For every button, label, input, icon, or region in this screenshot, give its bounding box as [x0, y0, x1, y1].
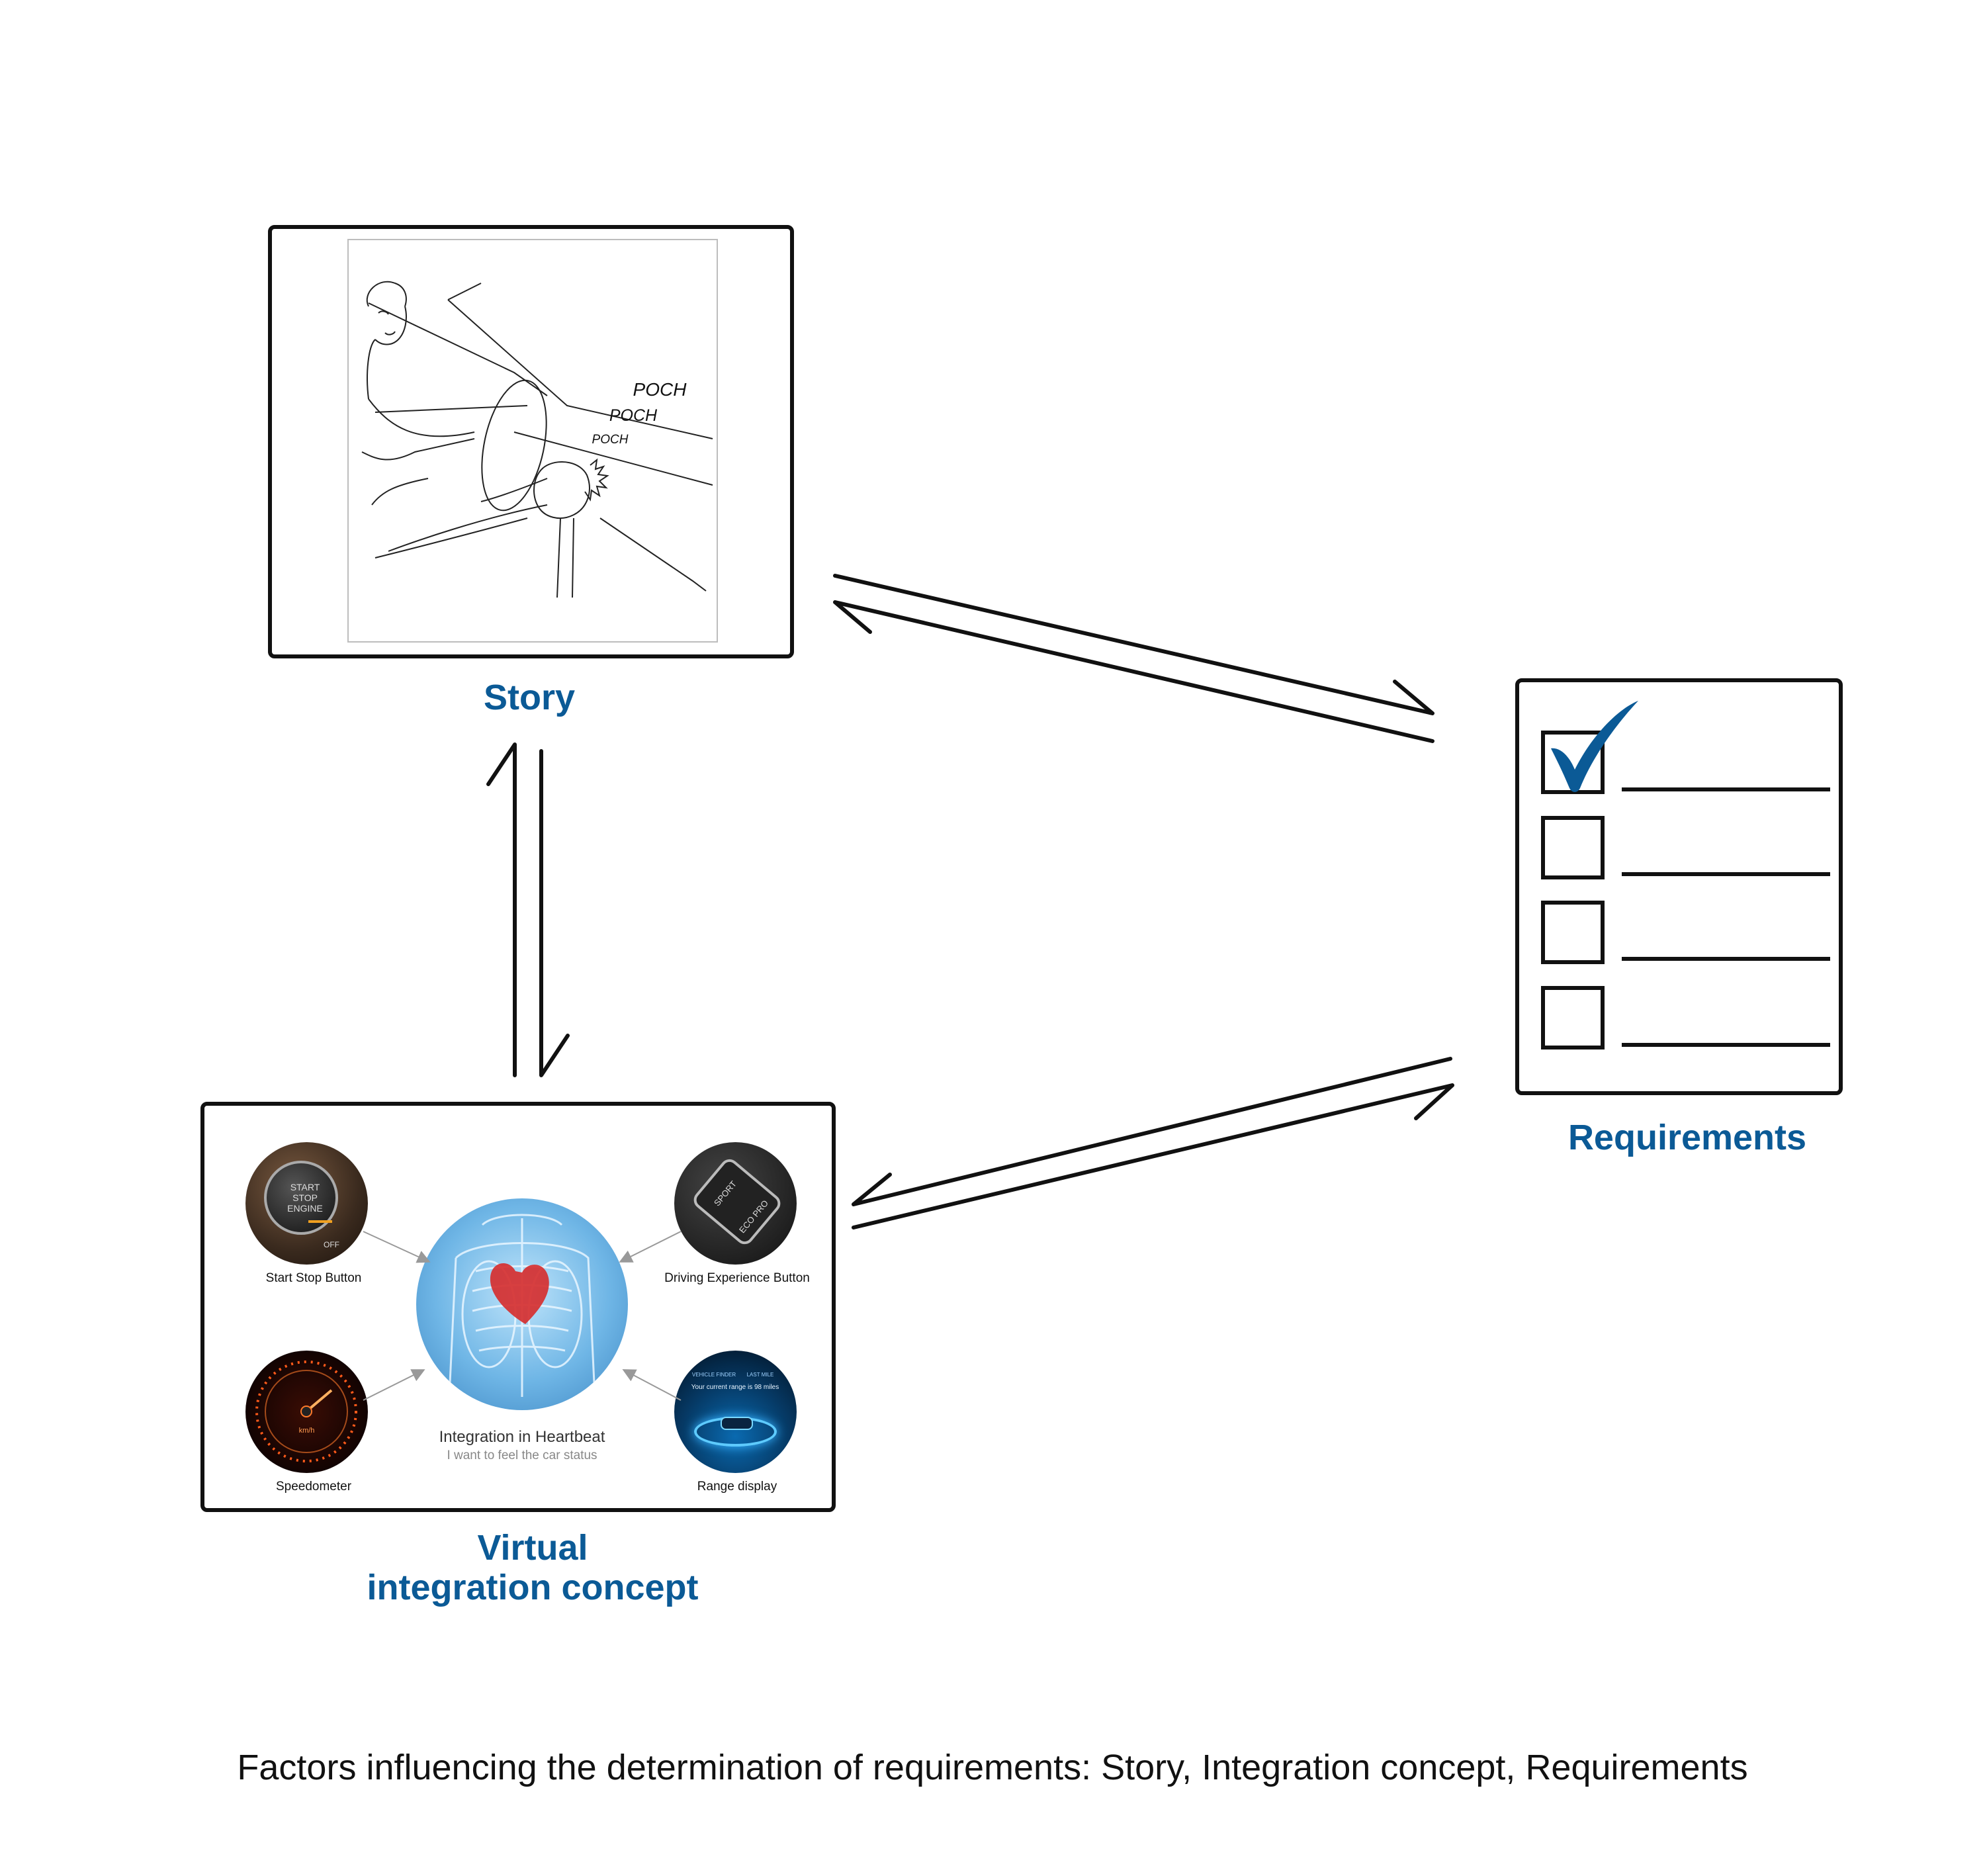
requirements-label: Requirements	[1567, 1118, 1807, 1157]
virtual-concept-label-line1: Virtual	[477, 1528, 588, 1568]
checkmark-icon	[1551, 701, 1638, 792]
heart-icon	[490, 1263, 549, 1324]
poch-text-3: POCH	[592, 433, 629, 447]
range-display-circle: VEHICLE FINDER LAST MILE Your current ra…	[674, 1351, 797, 1473]
start-text: START	[290, 1182, 320, 1192]
range-text: Your current range is 98 miles	[691, 1384, 779, 1391]
story-box: POCH POCH POCH	[268, 225, 794, 658]
arrow-requirements-to-virtual	[852, 1057, 1452, 1206]
speedometer-gauge	[255, 1361, 357, 1462]
speedometer-label: Speedometer	[275, 1480, 352, 1494]
range-display-label: Range display	[697, 1480, 777, 1494]
story-label: Story	[483, 678, 576, 717]
poch-text-2: POCH	[609, 406, 658, 425]
speedometer-circle: km/h	[245, 1351, 368, 1473]
heartbeat-circle	[416, 1198, 628, 1410]
poch-text-1: POCH	[633, 379, 687, 400]
engine-text: ENGINE	[287, 1203, 323, 1214]
concept-connectors	[363, 1231, 682, 1401]
driving-experience-label: Driving Experience Button	[664, 1271, 810, 1285]
range-tab-vehicle-finder: VEHICLE FINDER	[691, 1372, 736, 1378]
virtual-concept-box: Integration in Heartbeat I want to feel …	[200, 1102, 836, 1512]
story-sketch-frame: POCH POCH POCH	[347, 239, 718, 643]
center-subtitle: I want to feel the car status	[447, 1449, 597, 1462]
driving-experience-circle: SPORT ECO PRO	[674, 1142, 797, 1265]
checkbox-4	[1541, 986, 1605, 1050]
stop-text: STOP	[292, 1192, 318, 1203]
checkbox-3	[1541, 901, 1605, 964]
start-stop-indicator	[308, 1220, 332, 1223]
arrow-virtual-to-story	[486, 742, 517, 1077]
checkbox-2	[1541, 816, 1605, 879]
requirements-box	[1515, 678, 1843, 1095]
center-title: Integration in Heartbeat	[439, 1428, 605, 1446]
checkbox-1	[1541, 731, 1605, 794]
start-stop-label: Start Stop Button	[265, 1271, 362, 1285]
figure-caption: Factors influencing the determination of…	[237, 1748, 1748, 1787]
requirements-checklist	[1541, 701, 1830, 1050]
arrow-story-to-virtual	[539, 749, 570, 1077]
torso-illustration	[448, 1214, 596, 1398]
start-stop-circle: START STOP ENGINE OFF	[245, 1142, 368, 1265]
range-tab-last-mile: LAST MILE	[746, 1372, 774, 1378]
arrow-virtual-to-requirements	[852, 1083, 1454, 1229]
range-car	[721, 1417, 753, 1430]
auto-off-text: OFF	[324, 1240, 339, 1249]
speedometer-unit: km/h	[298, 1427, 315, 1435]
arrow-requirements-to-story	[833, 600, 1434, 743]
story-sketch-drawing: POCH POCH POCH	[361, 281, 713, 598]
virtual-concept-label-line2: integration concept	[367, 1568, 699, 1607]
arrow-story-to-requirements	[833, 574, 1434, 715]
